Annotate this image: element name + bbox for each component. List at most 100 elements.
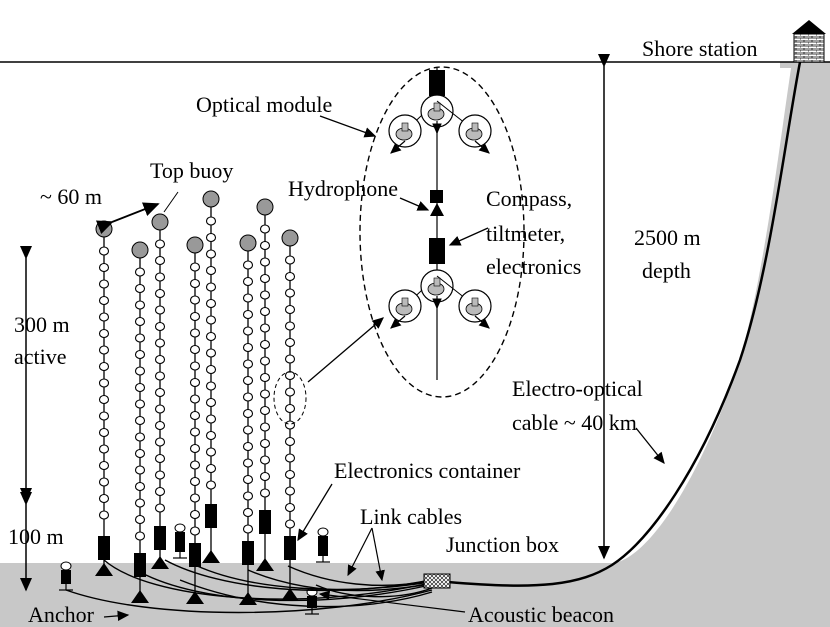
electronics-container-label: Electronics container xyxy=(334,458,521,483)
optical-module-dot xyxy=(154,404,166,414)
optical-module-dot xyxy=(284,486,296,496)
optical-module-dot xyxy=(242,326,254,336)
optical-module-dot xyxy=(284,387,296,397)
optical-module-dot xyxy=(242,441,254,452)
compass-arrow xyxy=(448,227,489,246)
top-buoy xyxy=(151,213,169,231)
electronics-container-arrow xyxy=(297,483,333,542)
top-buoy xyxy=(202,190,220,208)
acoustic-beacon-label: Acoustic beacon xyxy=(468,602,614,627)
optical-module-dot xyxy=(242,392,254,402)
optical-module-dot xyxy=(205,282,217,292)
optical-module-dot xyxy=(259,372,271,383)
optical-module-dot xyxy=(98,361,110,372)
optical-module-dot xyxy=(98,477,110,487)
optical-module-dot xyxy=(189,526,201,536)
anchor-arrow xyxy=(103,610,130,622)
optical-module-dot xyxy=(284,370,296,381)
electronics-container xyxy=(205,504,217,528)
optical-module-dot xyxy=(205,364,217,375)
optical-module-dot xyxy=(154,272,166,282)
shore-station-label: Shore station xyxy=(642,36,758,61)
anchor xyxy=(95,563,113,576)
detector-string xyxy=(151,213,169,569)
zoom-arrow xyxy=(307,317,384,383)
cable-label-1: Electro-optical xyxy=(512,376,643,401)
optical-module-dot xyxy=(259,405,271,416)
optical-module-dot xyxy=(134,349,146,360)
optical-module-dot xyxy=(189,377,201,388)
optical-module-dot xyxy=(242,425,254,435)
optical-module-dot xyxy=(242,276,254,287)
optical-module-dot xyxy=(259,257,271,267)
beacon-arrow xyxy=(318,590,466,613)
anchor xyxy=(281,588,299,601)
optical-module-dot xyxy=(189,361,201,371)
optical-module-dot xyxy=(205,315,217,325)
optical-module-dot xyxy=(205,463,217,474)
optical-module-dot xyxy=(154,255,166,266)
optical-module-dot xyxy=(154,453,166,464)
cable-label-2: cable ~ 40 km xyxy=(512,410,637,435)
optical-module-dot xyxy=(134,415,146,426)
optical-module-dot xyxy=(284,321,296,331)
optical-module-dot xyxy=(242,375,254,386)
top-buoy-arrow xyxy=(163,191,179,213)
junction-box xyxy=(423,573,451,589)
optical-module-dot xyxy=(259,339,271,350)
optical-module-dot xyxy=(189,262,201,272)
electronics-container xyxy=(154,526,166,550)
optical-module-dot xyxy=(284,271,296,282)
optical-module-dot xyxy=(205,430,217,441)
optical-module-dot xyxy=(242,293,254,303)
optical-module-dot xyxy=(154,305,166,315)
optical-module-dot xyxy=(98,279,110,289)
optical-module-dot xyxy=(242,507,254,518)
shore-land xyxy=(780,62,830,68)
optical-module-dot xyxy=(98,378,110,388)
optical-module-dot xyxy=(259,488,271,498)
active-label-1: 300 m xyxy=(14,312,70,337)
optical-module-dot xyxy=(98,246,110,256)
optical-module-dot xyxy=(154,470,166,480)
optical-module-dot xyxy=(242,260,254,270)
hydrophone-arrow xyxy=(399,197,430,211)
anchor xyxy=(131,590,149,603)
optical-module-dot xyxy=(242,491,254,501)
top-buoy xyxy=(95,220,113,238)
anchor xyxy=(256,558,274,571)
optical-module-dot xyxy=(134,399,146,409)
optical-module-dot xyxy=(189,443,201,454)
detector-string xyxy=(256,198,274,571)
anchor xyxy=(151,556,169,569)
detector-strings xyxy=(59,190,330,615)
optical-module-dot xyxy=(98,493,110,504)
optical-module-dot xyxy=(98,444,110,454)
optical-module-dot xyxy=(284,453,296,463)
cable-arrow xyxy=(635,427,665,465)
anchor xyxy=(202,550,220,563)
optical-module-dot xyxy=(259,455,271,465)
top-buoy-label: Top buoy xyxy=(150,158,233,183)
optical-module-dot xyxy=(154,288,166,299)
optical-module-dot xyxy=(242,359,254,369)
compass-label-2: tiltmeter, xyxy=(486,221,565,246)
optical-module-dot xyxy=(134,316,146,327)
hundred-m-label: 100 m xyxy=(8,524,64,549)
optical-module-dot xyxy=(284,288,296,298)
optical-module-dot xyxy=(154,503,166,513)
zoom-ellipse xyxy=(359,66,525,398)
optical-module-dot xyxy=(284,502,296,513)
detector-string xyxy=(202,190,220,563)
optical-module-dot xyxy=(242,474,254,485)
optical-module-dot xyxy=(134,283,146,294)
compass-label-3: electronics xyxy=(486,254,581,279)
optical-module-dot xyxy=(259,240,271,251)
optical-module-dot xyxy=(205,232,217,243)
optical-module-dot xyxy=(189,394,201,404)
acoustic-beacon xyxy=(316,527,330,563)
optical-module-dot xyxy=(189,344,201,355)
optical-module-dot xyxy=(134,300,146,310)
optical-module-dot xyxy=(205,447,217,457)
